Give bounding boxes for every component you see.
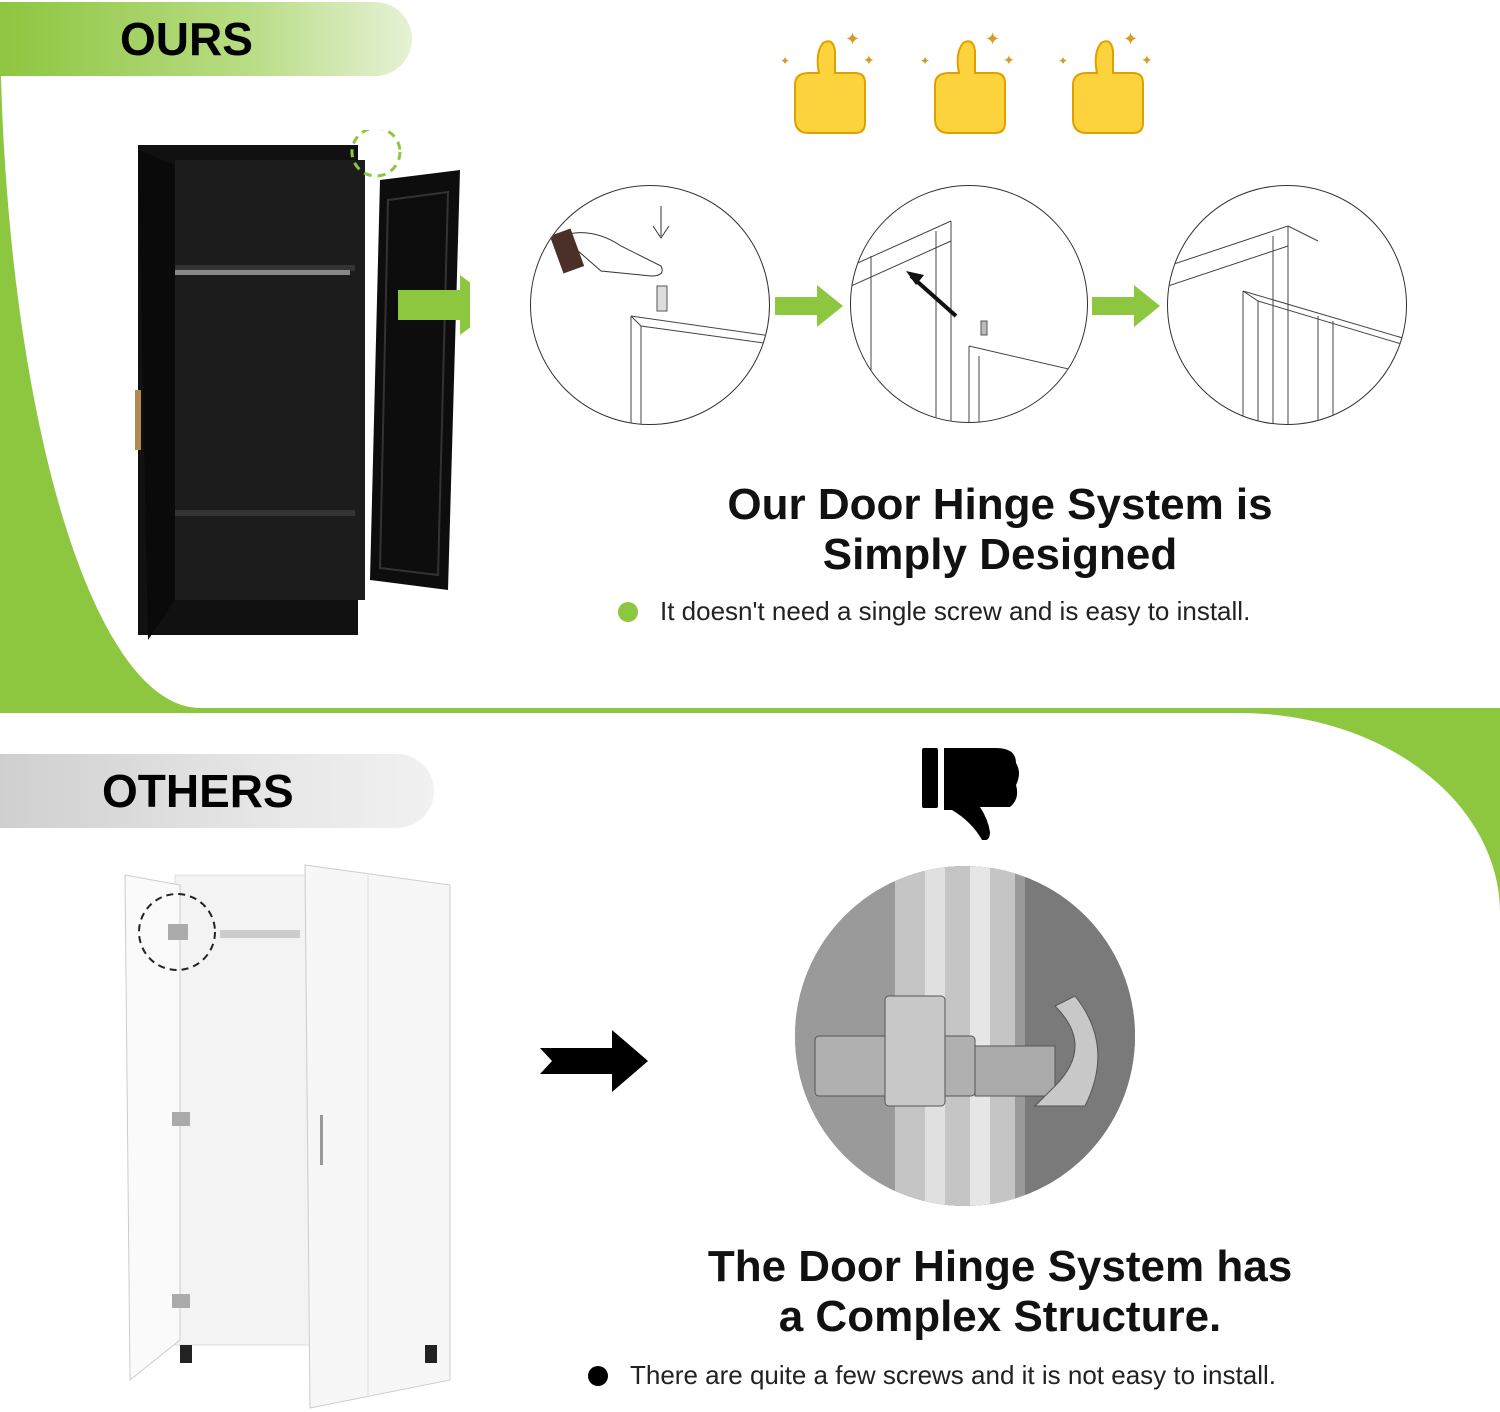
svg-text:✦: ✦ (920, 54, 930, 68)
bullet-dot-icon (588, 1365, 608, 1386)
ours-headline: Our Door Hinge System is Simply Designed (640, 480, 1360, 580)
bullet-dot-icon (618, 601, 638, 622)
ours-tag-label: OURS (120, 13, 253, 65)
step-1-illustration (530, 185, 770, 425)
svg-text:✦: ✦ (845, 29, 860, 49)
arrow-right-icon (1092, 285, 1160, 327)
others-headline-line2: a Complex Structure. (778, 1292, 1222, 1341)
others-tag-label: OTHERS (102, 765, 294, 817)
thumbs-up-icon: ✦✦✦ (1058, 29, 1153, 134)
svg-text:✦: ✦ (863, 52, 875, 68)
black-cabinet-image (135, 130, 470, 640)
ours-headline-line1: Our Door Hinge System is (727, 480, 1273, 529)
others-headline-line1: The Door Hinge System has (707, 1242, 1293, 1291)
thumbs-up-group: ✦✦✦ ✦✦✦ ✦✦✦ (780, 29, 1153, 134)
svg-text:✦: ✦ (985, 29, 1000, 49)
thumbs-down-icon (922, 748, 1019, 840)
svg-text:✦: ✦ (1058, 54, 1068, 68)
svg-text:✦: ✦ (1123, 29, 1138, 49)
ours-bullet-text: It doesn't need a single screw and is ea… (660, 596, 1251, 626)
ours-tag: OURS (0, 2, 412, 76)
hinge-photo (795, 866, 1135, 1206)
svg-text:✦: ✦ (1141, 52, 1153, 68)
ours-headline-line2: Simply Designed (822, 530, 1178, 579)
arrow-right-icon (775, 285, 843, 327)
white-cabinet-image (124, 864, 451, 1409)
step-2-illustration (850, 185, 1088, 423)
others-tag: OTHERS (0, 754, 434, 828)
others-bullet: There are quite a few screws and it is n… (588, 1360, 1276, 1391)
arrow-right-icon (540, 1030, 648, 1092)
others-headline: The Door Hinge System has a Complex Stru… (640, 1242, 1360, 1342)
step-3-illustration (1167, 185, 1407, 425)
svg-text:✦: ✦ (1003, 52, 1015, 68)
ours-bullet: It doesn't need a single screw and is ea… (618, 596, 1250, 627)
others-bullet-text: There are quite a few screws and it is n… (630, 1360, 1276, 1390)
svg-text:✦: ✦ (780, 54, 790, 68)
thumbs-up-icon: ✦✦✦ (920, 29, 1015, 134)
thumbs-up-icon: ✦✦✦ (780, 29, 875, 134)
